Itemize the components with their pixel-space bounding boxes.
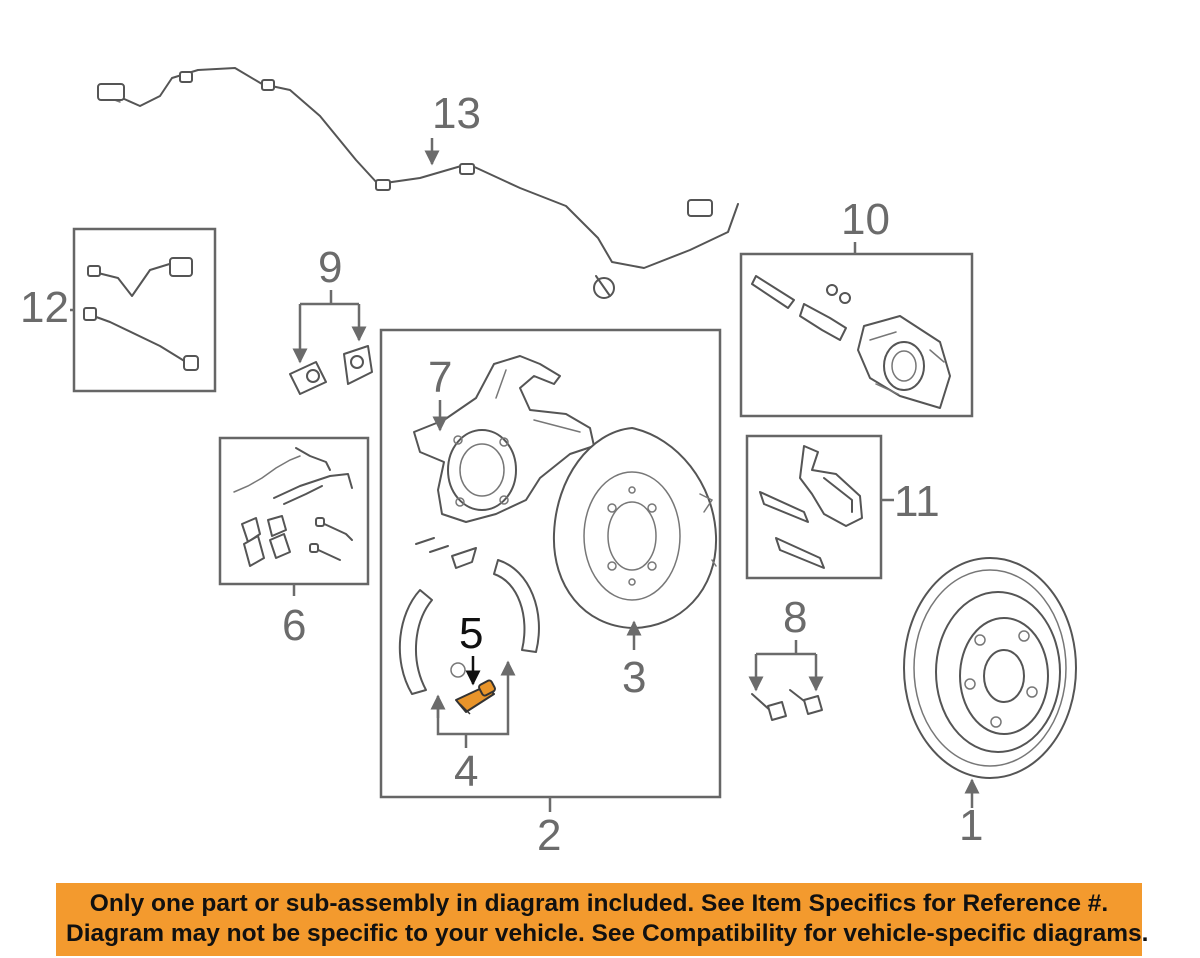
disclaimer-banner: Only one part or sub-assembly in diagram…	[56, 883, 1149, 956]
callout-2: 2	[537, 811, 561, 860]
brake-pads-11	[759, 445, 863, 569]
callout-1: 1	[959, 801, 983, 850]
box-10	[739, 252, 974, 418]
bolts-8	[751, 689, 823, 721]
callout-13: 13	[432, 89, 481, 138]
callout-9: 9	[318, 243, 342, 292]
callout-10: 10	[841, 195, 890, 244]
bushing-parts-9	[289, 345, 373, 395]
callout-8: 8	[783, 593, 807, 642]
callout-11: 11	[894, 477, 940, 526]
parking-brake-shoes-4	[398, 537, 540, 695]
knuckle-7	[413, 355, 595, 523]
box-6	[218, 436, 370, 586]
box-11	[745, 434, 883, 580]
callout-7: 7	[428, 353, 452, 402]
brake-wear-sensor-12	[83, 257, 199, 371]
abs-sensor-harness-13	[97, 67, 739, 299]
backing-plate-3	[552, 427, 718, 629]
callout-3: 3	[622, 653, 646, 702]
caliper-10	[751, 275, 951, 409]
hardware-kit-6	[233, 447, 353, 567]
callout-12: 12	[20, 283, 69, 332]
brake-rotor-1	[903, 557, 1077, 779]
callout-5: 5	[459, 609, 483, 658]
brake-parts-diagram: 13 12 9 10	[20, 67, 1077, 860]
disclaimer-line-2: Diagram may not be specific to your vehi…	[66, 920, 1149, 947]
adjuster-5-highlighted[interactable]	[455, 679, 496, 715]
callout-6: 6	[282, 601, 306, 650]
callout-4: 4	[454, 747, 478, 796]
disclaimer-line-1: Only one part or sub-assembly in diagram…	[89, 890, 1109, 917]
